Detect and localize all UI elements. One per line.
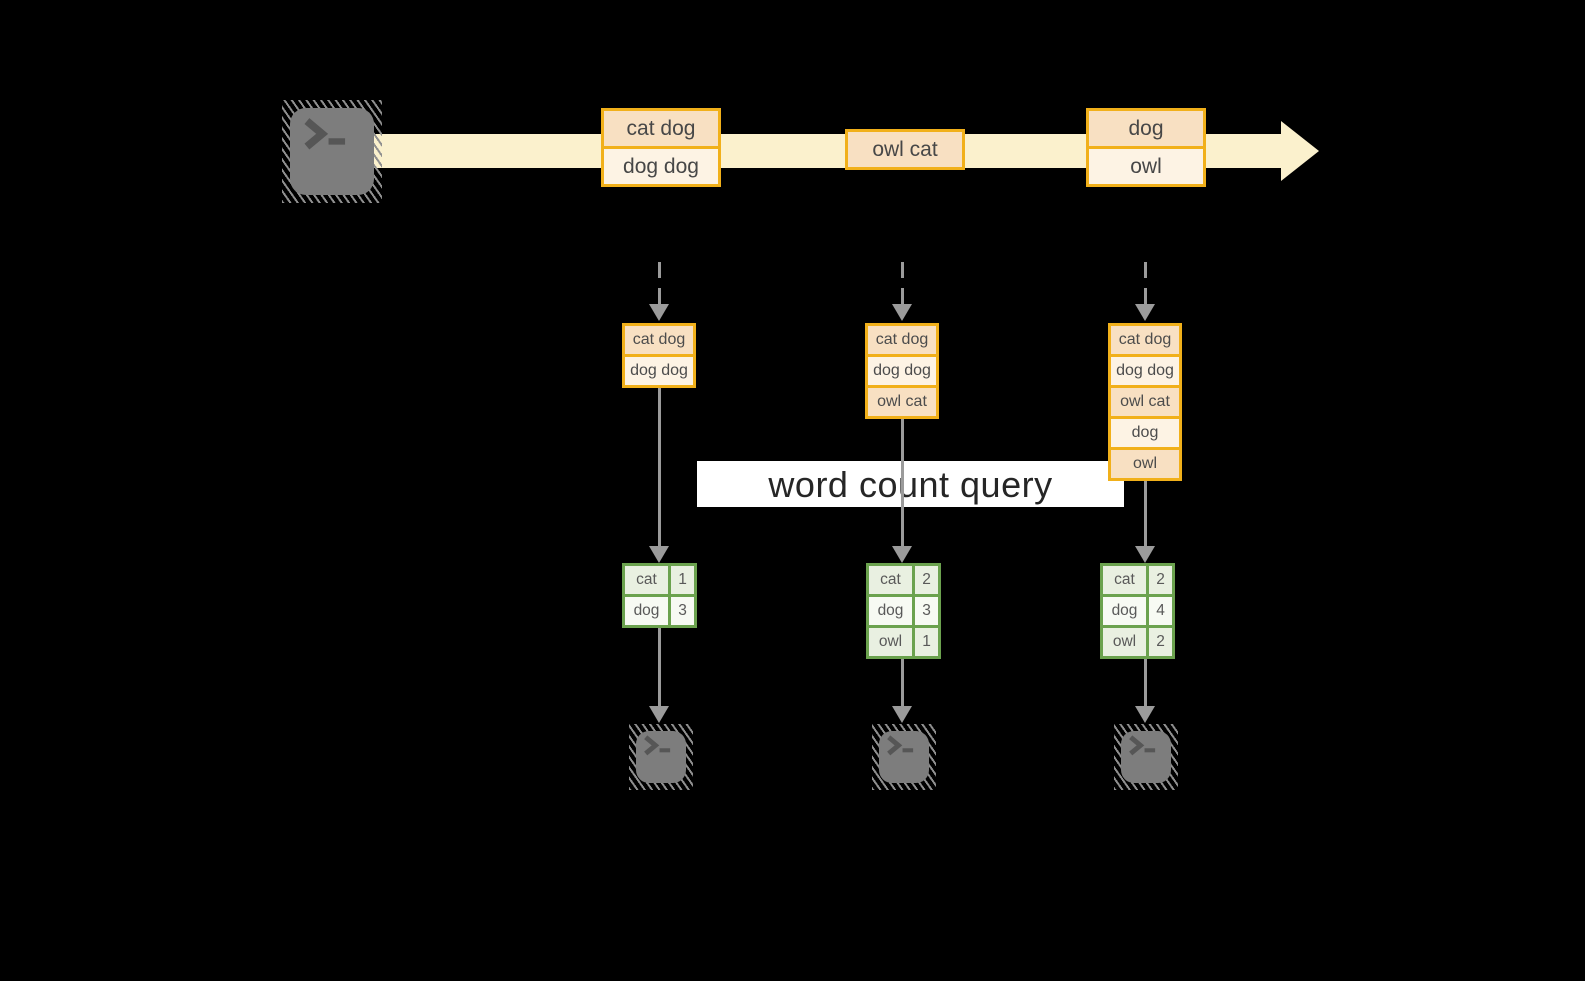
buffer-row: dog [1111, 416, 1179, 447]
query-arrow-line [658, 388, 661, 546]
sink-arrow-line [658, 628, 661, 706]
event-box-3: dog owl [1086, 108, 1206, 187]
count-word-cell: cat [1103, 566, 1146, 594]
query-arrow-line [901, 419, 904, 546]
sink-arrow-head [892, 706, 912, 723]
sink-arrow-line [901, 659, 904, 706]
buffer-box-3: cat dog dog dog owl cat dog owl [1108, 323, 1182, 481]
dashed-arrow-head [1135, 304, 1155, 321]
buffer-row: cat dog [625, 326, 693, 354]
buffer-row: owl cat [1111, 385, 1179, 416]
event-box-2: owl cat [845, 129, 965, 170]
event-row: dog dog [604, 146, 718, 184]
terminal-prompt-icon [644, 735, 670, 756]
buffer-row: cat dog [1111, 326, 1179, 354]
sink-terminal-icon [629, 724, 693, 790]
buffer-row: dog dog [1111, 354, 1179, 385]
sink-arrow-line [1144, 659, 1147, 706]
sink-terminal-icon [872, 724, 936, 790]
query-arrow-line [1144, 481, 1147, 546]
buffer-row: owl cat [868, 385, 936, 416]
buffer-row: dog dog [625, 354, 693, 385]
count-word-cell: dog [625, 597, 668, 625]
count-value-cell: 4 [1149, 597, 1172, 625]
count-value-cell: 1 [915, 628, 938, 656]
terminal-prompt-icon [1129, 735, 1155, 756]
terminal-icon-body [1121, 731, 1171, 783]
event-row: owl cat [848, 132, 962, 167]
count-word-cell: cat [869, 566, 912, 594]
count-value-cell: 3 [671, 597, 694, 625]
query-arrow-head [1135, 546, 1155, 563]
count-table-3: cat 2 dog 4 owl 2 [1100, 563, 1175, 659]
buffer-row: cat dog [868, 326, 936, 354]
sink-arrow-head [649, 706, 669, 723]
dashed-arrow-line [901, 262, 904, 304]
event-row: cat dog [604, 111, 718, 146]
count-table-2: cat 2 dog 3 owl 1 [866, 563, 941, 659]
event-row: dog [1089, 111, 1203, 146]
count-value-cell: 2 [915, 566, 938, 594]
terminal-prompt-icon [887, 735, 913, 756]
event-row: owl [1089, 146, 1203, 184]
count-value-cell: 1 [671, 566, 694, 594]
count-word-cell: owl [869, 628, 912, 656]
terminal-prompt-icon [304, 118, 346, 150]
dashed-arrow-head [649, 304, 669, 321]
buffer-row: owl [1111, 447, 1179, 478]
terminal-icon-body [290, 108, 374, 195]
event-box-1: cat dog dog dog [601, 108, 721, 187]
query-arrow-head [649, 546, 669, 563]
query-arrow-head [892, 546, 912, 563]
buffer-box-2: cat dog dog dog owl cat [865, 323, 939, 419]
source-terminal-icon [282, 100, 382, 203]
stream-arrowhead [1281, 121, 1319, 181]
count-word-cell: dog [1103, 597, 1146, 625]
buffer-box-1: cat dog dog dog [622, 323, 696, 388]
count-word-cell: dog [869, 597, 912, 625]
count-value-cell: 2 [1149, 566, 1172, 594]
buffer-row: dog dog [868, 354, 936, 385]
sink-arrow-head [1135, 706, 1155, 723]
count-table-1: cat 1 dog 3 [622, 563, 697, 628]
query-label: word count query [697, 461, 1124, 507]
terminal-icon-body [636, 731, 686, 783]
count-value-cell: 3 [915, 597, 938, 625]
dashed-arrow-line [658, 262, 661, 304]
count-word-cell: cat [625, 566, 668, 594]
sink-terminal-icon [1114, 724, 1178, 790]
count-word-cell: owl [1103, 628, 1146, 656]
terminal-icon-body [879, 731, 929, 783]
count-value-cell: 2 [1149, 628, 1172, 656]
dashed-arrow-line [1144, 262, 1147, 304]
dashed-arrow-head [892, 304, 912, 321]
